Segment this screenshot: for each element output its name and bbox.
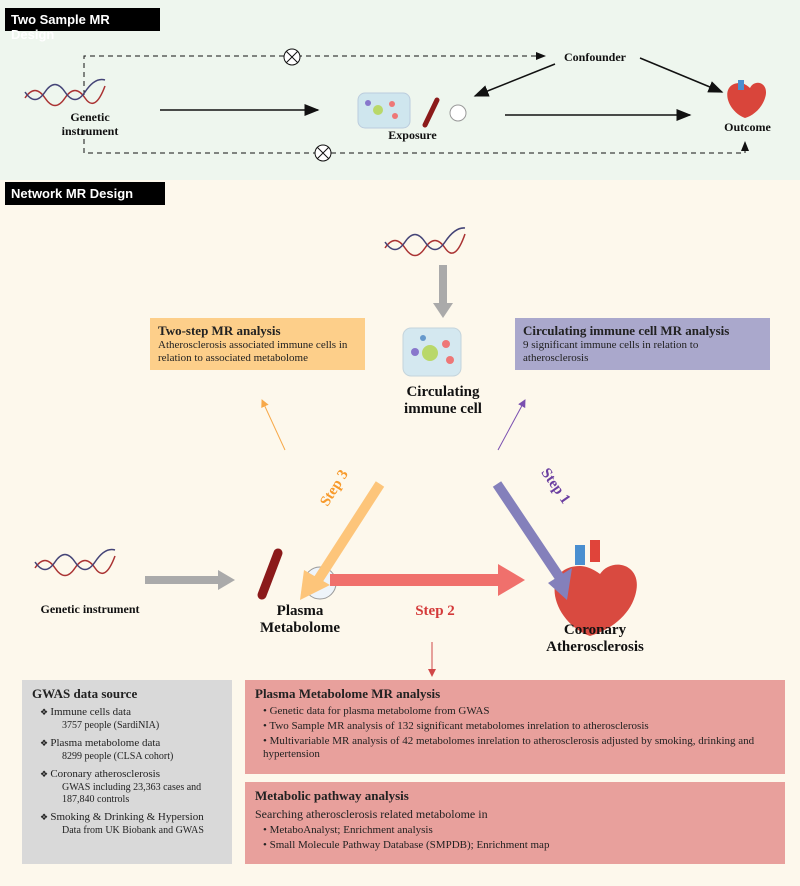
pathway-item: MetaboAnalyst; Enrichment analysis [263,824,775,837]
immune-mr-text: 9 significant immune cells in relation t… [523,339,699,364]
gwas-detail: 3757 people (SardiNIA) [62,720,160,731]
step1-arrow [492,481,572,600]
step2-label: Step 2 [415,603,455,619]
blocked-icon [314,144,332,162]
immune-cell-dish-icon [357,92,411,129]
pathway-intro: Searching atherosclerosis related metabo… [255,807,488,821]
plasma-mr-item: Two Sample MR analysis of 132 significan… [263,720,775,733]
thin-purple-arrow [497,399,526,451]
immune-mr-title: Circulating immune cell MR analysis [523,323,730,338]
network-title: Network MR Design [5,182,165,205]
gwas-item: Smoking & Drinking & Hypersion [40,810,222,824]
pathway-title: Metabolic pathway analysis [255,788,409,803]
gwas-item: Coronary atherosclerosis [40,767,222,781]
plasma-mr-item: Genetic data for plasma metabolome from … [263,705,775,718]
genetic-instrument-label: Genetic instrument [61,110,119,138]
plasma-mr-box: Plasma Metabolome MR analysis Genetic da… [245,680,785,774]
two-step-title: Two-step MR analysis [158,323,281,338]
gwas-detail: 8299 people (CLSA cohort) [62,751,174,762]
immune-cell-label: Circulating immune cell [404,384,482,417]
genetic-instrument-label: Genetic instrument [40,602,140,616]
gwas-detail: GWAS including 23,363 cases and 187,840 … [62,782,202,805]
gray-arrow [433,265,453,318]
exposure-label: Exposure [388,128,437,142]
step3-arrow [300,481,385,600]
immune-cell-dish-icon [402,327,462,377]
outcome-label: Outcome [724,120,771,134]
blood-tube-icon [422,97,467,128]
plasma-mr-item: Multivariable MR analysis of 42 metabolo… [263,735,775,761]
dna-icon [384,227,466,257]
dashed-path-confounder [83,52,749,154]
dna-icon [34,548,116,577]
plasma-mr-title: Plasma Metabolome MR analysis [255,686,441,701]
causal-arrows [160,57,724,121]
two-sample-title: Two Sample MR Design [5,8,160,42]
two-step-text: Atherosclerosis associated immune cells … [158,339,348,364]
heart-icon [727,80,767,118]
dna-icon [24,78,106,107]
pathway-box: Metabolic pathway analysis Searching ath… [245,782,785,864]
gwas-item: Plasma metabolome data [40,736,222,750]
plasma-metabolome-label: Plasma Metabolome [260,603,340,636]
gwas-item: Immune cells data [40,705,222,719]
blocked-icon [283,48,301,66]
gwas-title: GWAS data source [32,686,138,701]
coronary-label: Coronary Atherosclerosis [546,622,644,655]
pathway-item: Small Molecule Pathway Database (SMPDB);… [263,839,775,852]
thin-orange-arrow [261,399,286,451]
heart-icon [554,540,637,636]
gwas-detail: Data from UK Biobank and GWAS [62,825,204,836]
step2-arrow [330,564,525,596]
confounder-label: Confounder [563,50,626,64]
gray-arrow [145,570,235,590]
